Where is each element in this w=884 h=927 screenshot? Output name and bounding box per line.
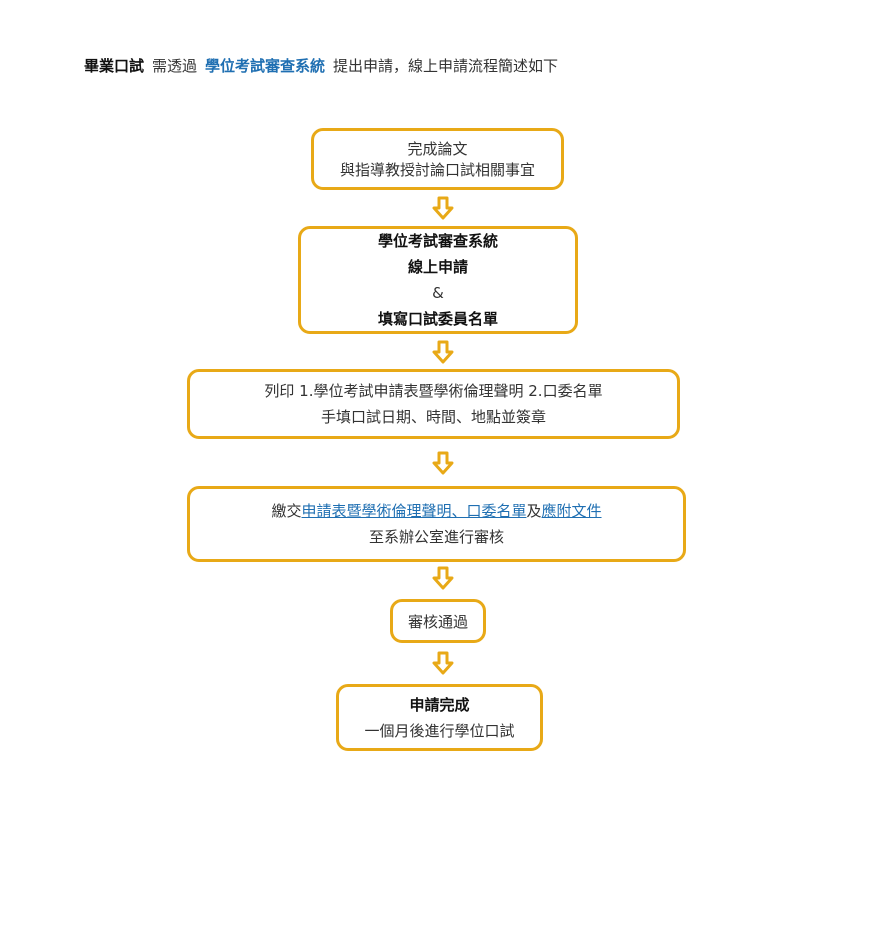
step-complete-thesis-box: 完成論文 與指導教授討論口試相關事宜: [311, 128, 564, 190]
down-arrow-icon: [432, 196, 454, 220]
step6-line2: 一個月後進行學位口試: [364, 721, 515, 740]
down-arrow-icon: [432, 340, 454, 364]
step6-line1: 申請完成: [409, 695, 470, 714]
step-print-forms-box: 列印 1.學位考試申請表暨學術倫理聲明 2.口委名單 手填口試日期、時間、地點並…: [187, 369, 680, 439]
step1-line1: 完成論文: [407, 140, 468, 158]
down-arrow-icon: [432, 451, 454, 475]
step2-line4: 填寫口試委員名單: [377, 310, 498, 328]
intro-needs-text: 需透過: [152, 57, 198, 75]
down-arrow-icon: [432, 651, 454, 675]
step-review-passed-box: 審核通過: [390, 599, 486, 643]
required-documents-link[interactable]: 應附文件: [541, 502, 602, 520]
step3-line1: 列印 1.學位考試申請表暨學術倫理聲明 2.口委名單: [264, 382, 603, 400]
intro-text: 畢業口試需透過學位考試審查系統提出申請，線上申請流程簡述如下: [84, 56, 558, 76]
step4-line2: 至系辦公室進行審核: [368, 528, 504, 546]
step-submit-documents-box: 繳交申請表暨學術倫理聲明、口委名單及應附文件 至系辦公室進行審核: [187, 486, 686, 562]
degree-exam-system-link[interactable]: 學位考試審查系統: [205, 57, 326, 75]
step-online-application-box: 學位考試審查系統 線上申請 & 填寫口試委員名單: [298, 226, 578, 334]
step2-line1: 學位考試審查系統: [377, 232, 498, 250]
down-arrow-icon: [432, 566, 454, 590]
step2-line3: &: [432, 284, 444, 302]
step4-prefix: 繳交: [271, 502, 302, 520]
step3-line2: 手填口試日期、時間、地點並簽章: [320, 408, 546, 426]
intro-oral-exam-label: 畢業口試: [84, 57, 145, 75]
step1-line2: 與指導教授討論口試相關事宜: [339, 161, 535, 179]
step4-line1: 繳交申請表暨學術倫理聲明、口委名單及應附文件: [271, 498, 601, 524]
step4-middle: 及: [526, 502, 542, 520]
step2-line2: 線上申請: [407, 258, 468, 276]
step-application-complete-box: 申請完成 一個月後進行學位口試: [336, 684, 543, 751]
intro-suffix-text: 提出申請，線上申請流程簡述如下: [333, 57, 559, 75]
step5-line1: 審核通過: [407, 612, 468, 631]
application-form-link[interactable]: 申請表暨學術倫理聲明、口委名單: [301, 502, 527, 520]
